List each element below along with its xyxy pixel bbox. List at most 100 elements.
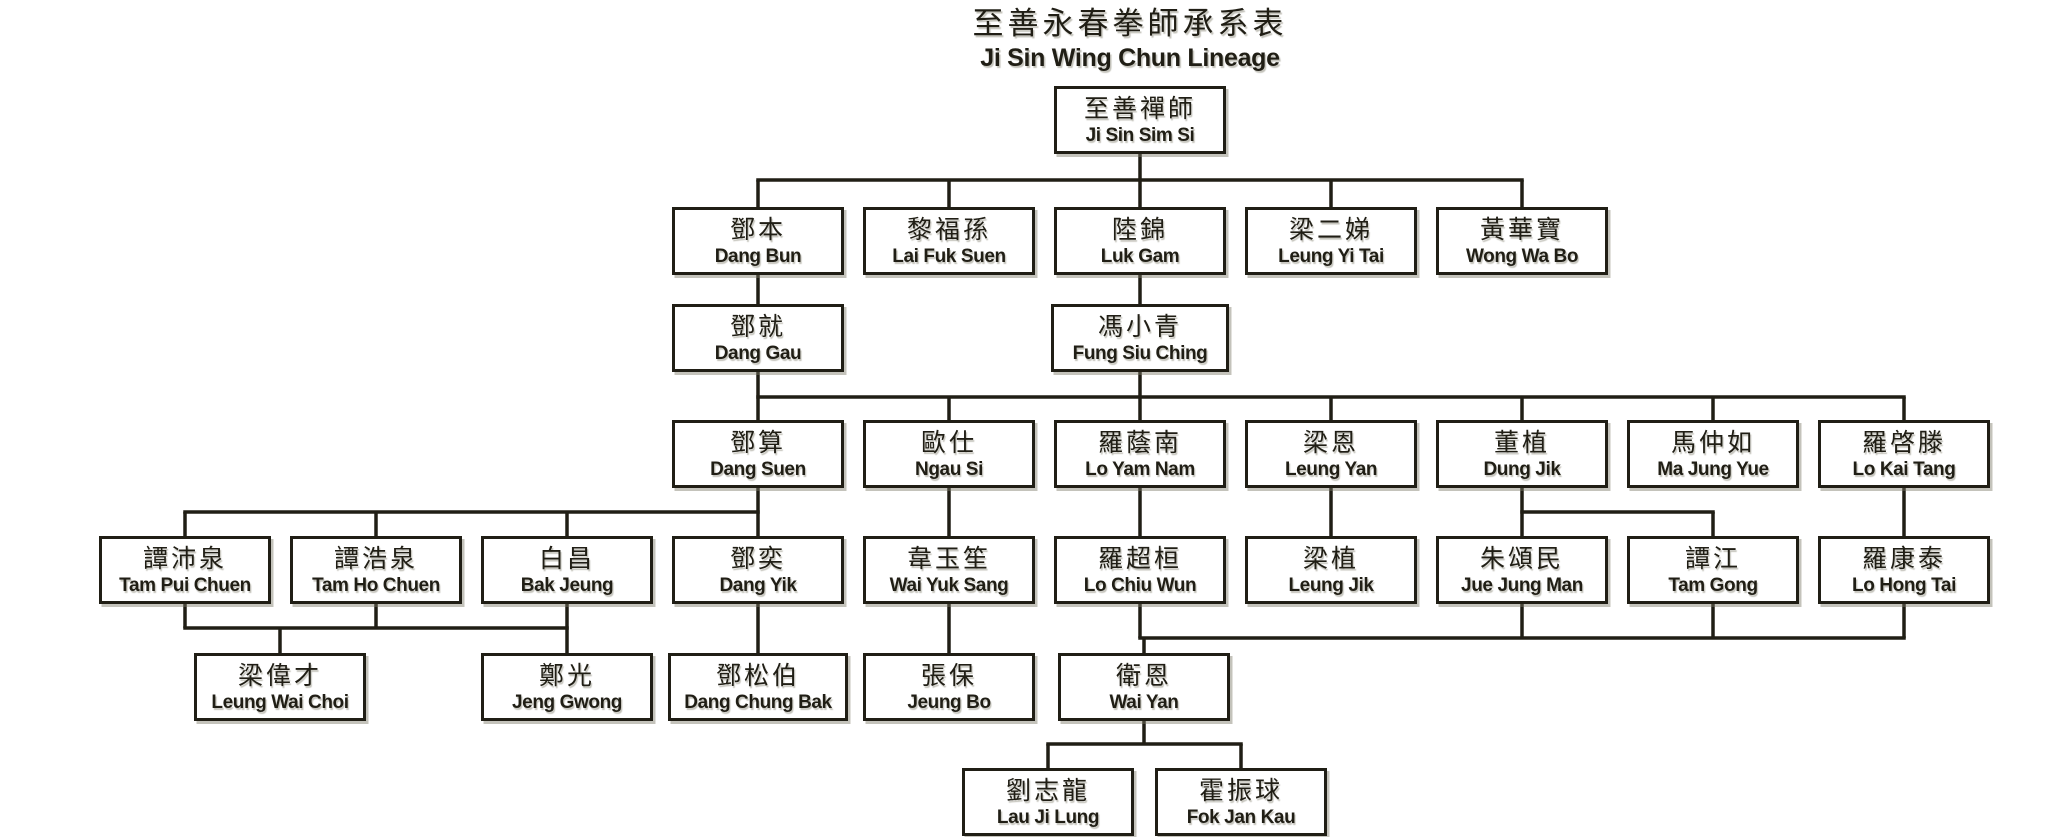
node-name-chinese: 鄧奕: [729, 543, 786, 573]
node-name-chinese: 鄭光: [538, 660, 595, 690]
node-name-chinese: 鄧本: [729, 214, 786, 244]
node-name-english: Jeng Gwong: [511, 691, 622, 713]
node-name-chinese: 董植: [1493, 427, 1550, 457]
node-name-chinese: 白昌: [538, 543, 595, 573]
node-name-chinese: 陸錦: [1111, 214, 1168, 244]
node-name-chinese: 梁恩: [1302, 427, 1359, 457]
node-name-chinese: 馬仲如: [1670, 427, 1755, 457]
chart-title-english: Ji Sin Wing Chun Lineage: [980, 44, 1280, 72]
node-name-chinese: 黃華寶: [1479, 214, 1564, 244]
node-name-chinese: 羅蔭南: [1097, 427, 1182, 457]
node-name-english: Leung Yan: [1284, 458, 1378, 480]
node-name-english: Lo Hong Tai: [1852, 574, 1956, 596]
node-name-english: Leung Wai Choi: [211, 691, 349, 713]
node-name-english: Fung Siu Ching: [1072, 342, 1208, 364]
node-name-english: Dang Yik: [719, 574, 797, 596]
node-name-english: Dang Gau: [714, 342, 802, 364]
node-name-chinese: 至善禪師: [1083, 93, 1196, 123]
chart-title: 至善永春拳師承系表 Ji Sin Wing Chun Lineage: [680, 6, 1580, 73]
node-name-english: Wai Yan: [1109, 691, 1179, 713]
node-name-english: Lau Ji Lung: [996, 806, 1100, 828]
node-name-english: Wong Wa Bo: [1465, 245, 1579, 267]
node-name-chinese: 譚沛泉: [142, 543, 227, 573]
node-name-chinese: 梁二娣: [1288, 214, 1373, 244]
node-name-english: Dung Jik: [1483, 458, 1561, 480]
node-name-chinese: 羅啓滕: [1861, 427, 1946, 457]
node-name-chinese: 朱頌民: [1479, 543, 1564, 573]
node-name-english: Leung Yi Tai: [1278, 245, 1384, 267]
node-name-chinese: 羅超桓: [1097, 543, 1182, 573]
node-name-chinese: 霍振球: [1198, 775, 1283, 805]
node-name-english: Ma Jung Yue: [1657, 458, 1769, 480]
chart-title-chinese: 至善永春拳師承系表: [972, 6, 1288, 42]
node-name-english: Tam Pui Chuen: [119, 574, 251, 596]
node-name-chinese: 馮小青: [1097, 311, 1182, 341]
node-name-chinese: 羅康泰: [1861, 543, 1946, 573]
node-name-chinese: 鄧算: [729, 427, 786, 457]
node-name-english: Dang Bun: [714, 245, 802, 267]
node-name-chinese: 劉志龍: [1005, 775, 1090, 805]
node-name-chinese: 韋玉笙: [906, 543, 991, 573]
node-name-chinese: 鄧松伯: [715, 660, 800, 690]
node-name-chinese: 譚江: [1684, 543, 1741, 573]
node-name-chinese: 黎福孫: [906, 214, 991, 244]
node-name-english: Lai Fuk Suen: [892, 245, 1006, 267]
node-name-chinese: 梁偉才: [237, 660, 322, 690]
node-name-english: Fok Jan Kau: [1186, 806, 1296, 828]
node-name-english: Jeung Bo: [907, 691, 991, 713]
node-name-chinese: 鄧就: [729, 311, 786, 341]
node-name-english: Luk Gam: [1100, 245, 1180, 267]
node-name-chinese: 衛恩: [1115, 660, 1172, 690]
node-name-english: Ji Sin Sim Si: [1085, 124, 1195, 146]
node-name-english: Jue Jung Man: [1461, 574, 1583, 596]
node-name-english: Ngau Si: [915, 458, 983, 480]
node-name-english: Leung Jik: [1288, 574, 1374, 596]
node-name-english: Bak Jeung: [520, 574, 614, 596]
node-name-chinese: 梁植: [1302, 543, 1359, 573]
node-name-english: Tam Gong: [1668, 574, 1758, 596]
node-name-chinese: 譚浩泉: [333, 543, 418, 573]
node-name-english: Lo Yam Nam: [1085, 458, 1195, 480]
node-name-english: Lo Chiu Wun: [1083, 574, 1197, 596]
node-name-chinese: 歐仕: [920, 427, 977, 457]
node-name-english: Lo Kai Tang: [1852, 458, 1956, 480]
node-name-english: Dang Chung Bak: [684, 691, 832, 713]
node-name-english: Dang Suen: [710, 458, 806, 480]
node-name-english: Tam Ho Chuen: [312, 574, 440, 596]
node-name-chinese: 張保: [920, 660, 977, 690]
